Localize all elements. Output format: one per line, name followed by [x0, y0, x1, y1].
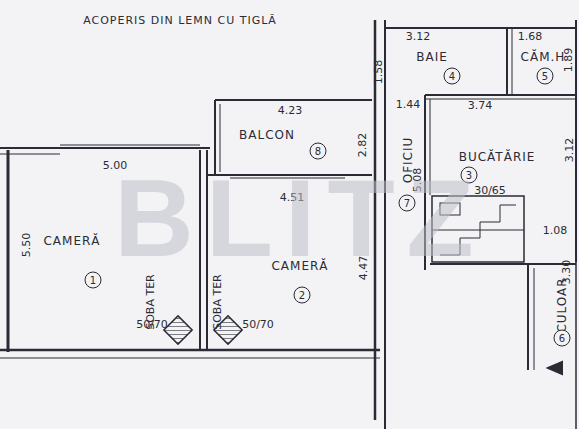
dimension: 5.50	[21, 233, 32, 258]
room-number: 6	[554, 330, 571, 347]
dimension: 1.58	[373, 60, 384, 85]
stove-label: SOBA TER	[212, 274, 223, 330]
room: CULOAR6	[536, 280, 574, 350]
room: CĂM.H 5	[514, 31, 574, 93]
title-note: ACOPERIS DIN LEMN CU TIGLĂ	[83, 15, 277, 26]
dimension: 2.82	[357, 133, 368, 158]
room-name: CĂM.H	[521, 51, 566, 63]
room-number: 8	[310, 143, 327, 160]
dimension: 3.12	[564, 138, 575, 163]
room-number: 5	[537, 68, 554, 85]
room-name: BALCON	[239, 129, 295, 141]
dimension: 50/70	[242, 319, 274, 330]
dimension: 1.08	[543, 225, 568, 236]
room-name: BUCĂTĂRIE	[459, 151, 536, 163]
room-number: 1	[85, 272, 102, 289]
dimension: 1.68	[518, 31, 543, 42]
room-number: 4	[444, 68, 461, 85]
dimension: 3.74	[468, 100, 493, 111]
dimension: 3.12	[406, 31, 431, 42]
room: BAIE 4	[388, 31, 504, 93]
dimension: 1.44	[396, 99, 421, 110]
room-name: CULOAR	[556, 277, 568, 332]
room-name: BAIE	[416, 51, 448, 63]
watermark: BLITZ	[114, 163, 486, 273]
dimension: 4.23	[278, 105, 303, 116]
dimension: 50/70	[136, 319, 168, 330]
room-number: 2	[294, 287, 311, 304]
room-name: CAMERĂ	[43, 235, 100, 247]
